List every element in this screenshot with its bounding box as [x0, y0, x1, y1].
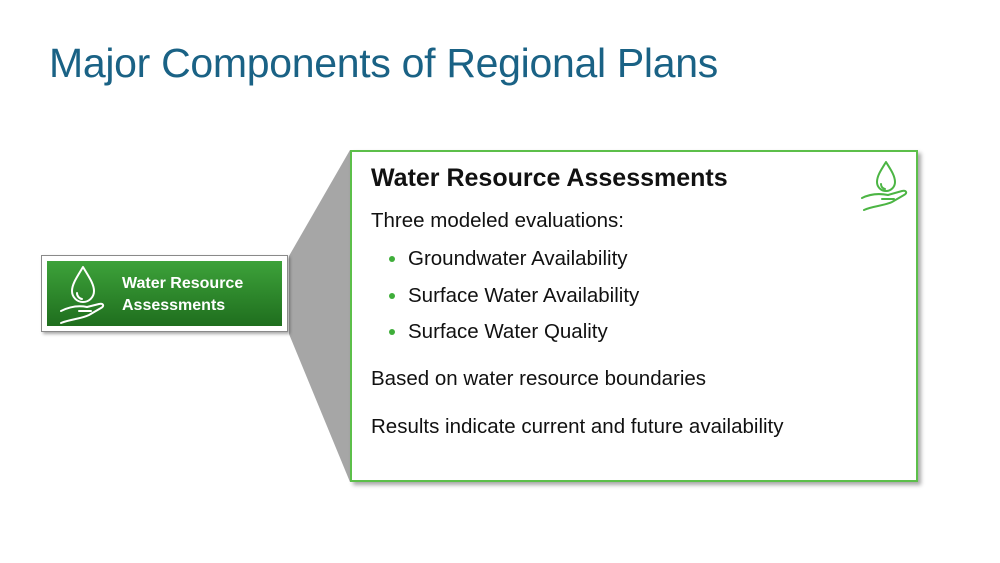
bullet-item: Surface Water Quality: [389, 320, 608, 344]
detail-line-boundaries: Based on water resource boundaries: [371, 367, 707, 390]
bullet-dot: [389, 293, 395, 299]
bullet-text: Surface Water Quality: [408, 320, 608, 343]
component-label-line2: Assessments: [122, 297, 226, 314]
component-box-fill: Water Resource Assessments: [47, 261, 282, 326]
detail-title: Water Resource Assessments: [371, 164, 728, 192]
bullet-item: Surface Water Availability: [389, 284, 640, 308]
water-drop-hand-icon: [861, 161, 908, 211]
component-box-water-resource-assessments[interactable]: Water Resource Assessments: [41, 255, 288, 332]
bullet-dot: [389, 329, 395, 335]
bullet-text: Groundwater Availability: [408, 247, 628, 270]
detail-line-results: Results indicate current and future avai…: [371, 415, 784, 438]
component-box-label: Water Resource Assessments: [122, 273, 243, 317]
slide-title: Major Components of Regional Plans: [49, 40, 718, 86]
detail-box: Water Resource Assessments Three modeled…: [350, 150, 918, 482]
bullet-item: Groundwater Availability: [389, 247, 628, 271]
water-drop-hand-icon: [60, 266, 105, 324]
detail-intro: Three modeled evaluations:: [371, 209, 624, 232]
component-label-line1: Water Resource: [122, 275, 244, 292]
bullet-text: Surface Water Availability: [408, 284, 640, 307]
bullet-dot: [389, 256, 395, 262]
